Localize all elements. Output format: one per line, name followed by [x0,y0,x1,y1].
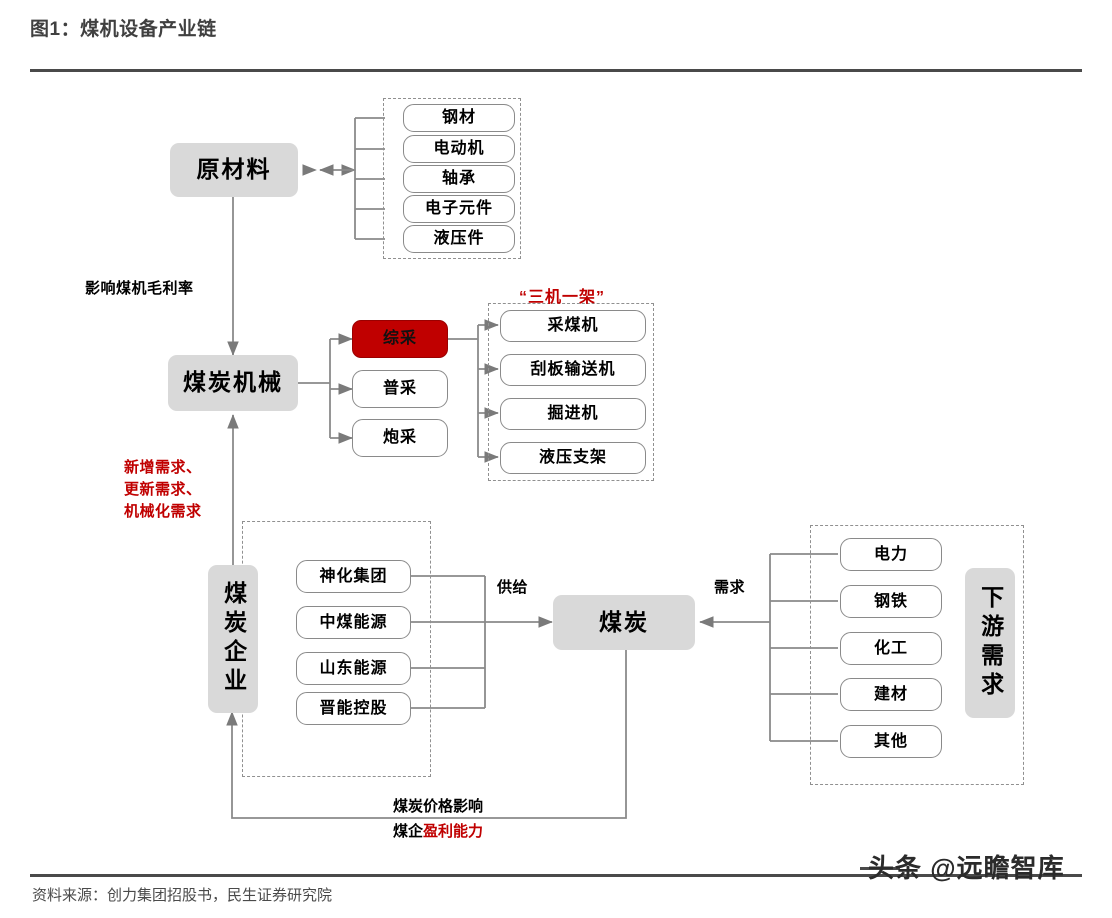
feedback-label-line-2: 煤企盈利能力 [393,820,483,841]
edge-label-gross-margin: 影响煤机毛利率 [85,280,194,297]
three-machines-item-1[interactable]: 刮板输送机 [500,354,646,386]
page-title: 图1：煤机设备产业链 [30,19,217,40]
three-machines-item-2[interactable]: 掘进机 [500,398,646,430]
raw-material-item-2[interactable]: 轴承 [403,165,515,193]
coal-company-2[interactable]: 山东能源 [296,652,411,685]
downstream-item-4[interactable]: 其他 [840,725,942,758]
feedback-label-line-1: 煤炭价格影响 [393,798,484,815]
demand-driver-line-1: 新增需求、 [124,459,202,476]
mining-method-2[interactable]: 炮采 [352,419,448,457]
raw-material-group-box [383,98,521,259]
stage-node-coal[interactable]: 煤炭 [553,595,695,650]
stage-node-coal-machinery[interactable]: 煤炭机械 [168,355,298,411]
edge-label-demand: 需求 [714,579,746,596]
raw-material-item-4[interactable]: 液压件 [403,225,515,253]
mining-method-0[interactable]: 综采 [352,320,448,358]
raw-material-item-0[interactable]: 钢材 [403,104,515,132]
source-note: 资料来源：创力集团招股书，民生证券研究院 [32,887,333,904]
coal-company-1[interactable]: 中煤能源 [296,606,411,639]
raw-material-item-3[interactable]: 电子元件 [403,195,515,223]
downstream-item-1[interactable]: 钢铁 [840,585,942,618]
downstream-item-2[interactable]: 化工 [840,632,942,665]
edge-label-supply: 供给 [497,579,529,596]
three-machines-group-box [488,303,654,481]
demand-driver-line-3: 机械化需求 [124,502,202,520]
stage-node-downstream-demand[interactable]: 下游需求 [965,568,1015,718]
coal-company-3[interactable]: 晋能控股 [296,692,411,725]
three-machines-item-0[interactable]: 采煤机 [500,310,646,342]
feedback-label-highlight: 盈利能力 [423,823,484,840]
watermark-label: 头条 @远瞻智库 [868,853,1065,883]
watermark-rule [860,867,900,870]
downstream-item-0[interactable]: 电力 [840,538,942,571]
downstream-item-3[interactable]: 建材 [840,678,942,711]
stage-node-coal-enterprise[interactable]: 煤炭企业 [208,565,258,713]
downstream-group-box [810,525,1024,785]
footer-divider [30,874,1082,877]
three-machines-caption: “三机一架” [519,289,606,306]
edge-label-demand-drivers: 新增需求、 更新需求、 机械化需求 [124,457,202,522]
header-divider [30,69,1082,72]
coal-company-0[interactable]: 神化集团 [296,560,411,593]
feedback-label-prefix: 煤企 [393,823,424,840]
three-machines-item-3[interactable]: 液压支架 [500,442,646,474]
demand-driver-line-2: 更新需求、 [124,480,202,498]
stage-node-raw-material[interactable]: 原材料 [170,143,298,197]
mining-method-1[interactable]: 普采 [352,370,448,408]
raw-material-item-1[interactable]: 电动机 [403,135,515,163]
